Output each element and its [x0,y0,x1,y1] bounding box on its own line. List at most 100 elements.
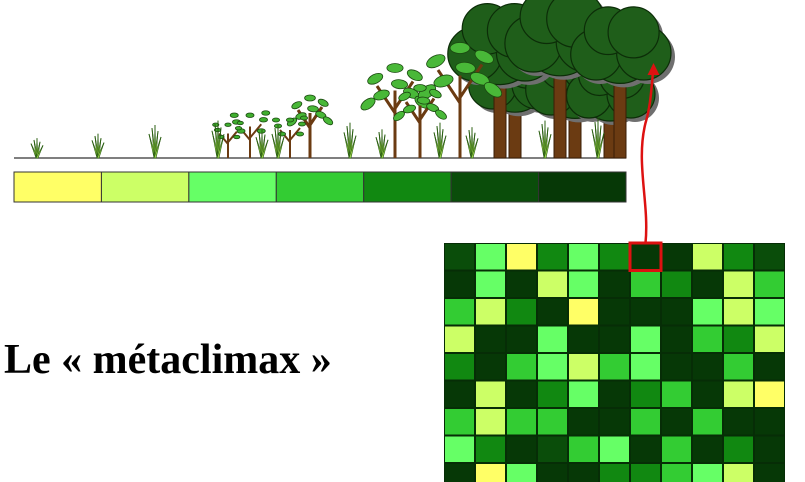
mosaic-cell [538,271,567,297]
mosaic-cell [724,409,753,435]
mosaic-cell [507,354,536,380]
arrow-line [640,67,655,244]
mosaic-cell [445,354,474,380]
mosaic-cell [755,436,784,462]
mosaic-cell [476,436,505,462]
mosaic-cell [631,409,660,435]
mosaic-cell [569,244,598,270]
mosaic-cell [538,464,567,482]
mosaic-cell [569,464,598,482]
young-tree-icon [417,42,503,158]
mosaic-cell [445,271,474,297]
mosaic-cell [507,409,536,435]
mosaic-cell [662,354,691,380]
grass-tuft-icon [433,122,447,159]
mosaic-cell [600,436,629,462]
mosaic-cell [662,381,691,407]
color-scale-segment [538,171,627,203]
succession-color-scale [13,171,627,203]
mosaic-cell [507,299,536,325]
mosaic-cell [600,244,629,270]
mosaic-cell [631,326,660,352]
mosaic-cell [507,464,536,482]
mosaic-cell [755,409,784,435]
color-scale-segment [450,171,540,203]
mosaic-cell [755,381,784,407]
mosaic-cell [724,326,753,352]
mosaic-cell [538,299,567,325]
mosaic-cell [693,354,722,380]
mature-tree-icon [570,6,675,159]
highlight-arrow [640,63,660,244]
mosaic-cell [507,244,536,270]
page-title: Le « métaclimax » [4,337,332,383]
mosaic-cell [507,326,536,352]
mosaic-cell [476,299,505,325]
mosaic-cell [569,271,598,297]
mosaic-cell [631,354,660,380]
mosaic-cell [445,326,474,352]
succession-illustration [14,0,675,159]
mosaic-cell [445,381,474,407]
mosaic-cell [755,464,784,482]
mosaic-cell [724,271,753,297]
highlighted-cell-marker [628,241,663,272]
mosaic-cell [445,299,474,325]
mosaic-cell [569,354,598,380]
mosaic-cell [724,299,753,325]
mosaic-cell [662,409,691,435]
grass-tuft-icon [343,122,357,159]
mosaic-cell [693,381,722,407]
mosaic-cell [507,436,536,462]
grass-tuft-icon [30,138,44,159]
mosaic-cell [631,464,660,482]
grass-tuft-icon [148,124,162,159]
arrow-head-icon [647,63,660,75]
mosaic-cell [600,354,629,380]
mosaic-cell [476,354,505,380]
mosaic-cell [600,464,629,482]
mosaic-cell [693,464,722,482]
mosaic-cell [693,271,722,297]
mosaic-cell [445,464,474,482]
mosaic-cell [569,299,598,325]
mosaic-cell [445,244,474,270]
color-scale-segment [363,171,452,203]
mosaic-cell [538,436,567,462]
mosaic-cell [693,409,722,435]
mosaic-cell [538,326,567,352]
mosaic-cell [600,326,629,352]
mosaic-cell [600,409,629,435]
color-scale-segment [13,171,102,203]
mosaic-cell [755,271,784,297]
mosaic-cell [569,326,598,352]
mosaic-cell [445,436,474,462]
mosaic-cell [755,299,784,325]
grass-tuft-icon [91,133,105,159]
mosaic-cell [445,409,474,435]
mosaic-cell [538,354,567,380]
color-scale-segment [100,171,190,203]
grass-tuft-icon [465,127,479,159]
color-scale-segment [275,171,365,203]
mosaic-cell [662,326,691,352]
grass-tuft-icon [375,129,389,159]
mosaic-cell [538,244,567,270]
young-tree-icon [286,94,334,158]
mosaic-cell [631,436,660,462]
grass-tuft-icon [538,120,552,159]
mosaic-cell [662,436,691,462]
mosaic-cell [476,381,505,407]
mosaic-cell [631,271,660,297]
mosaic-cell [755,354,784,380]
mosaic-cell [662,271,691,297]
mosaic-cell [476,409,505,435]
mosaic-cell [693,244,722,270]
mosaic-cell [476,464,505,482]
mosaic-cell [507,381,536,407]
grass-tuft-icon [255,129,269,159]
mosaic-cell [755,326,784,352]
mosaic-cell [569,381,598,407]
mosaic-cell [569,436,598,462]
